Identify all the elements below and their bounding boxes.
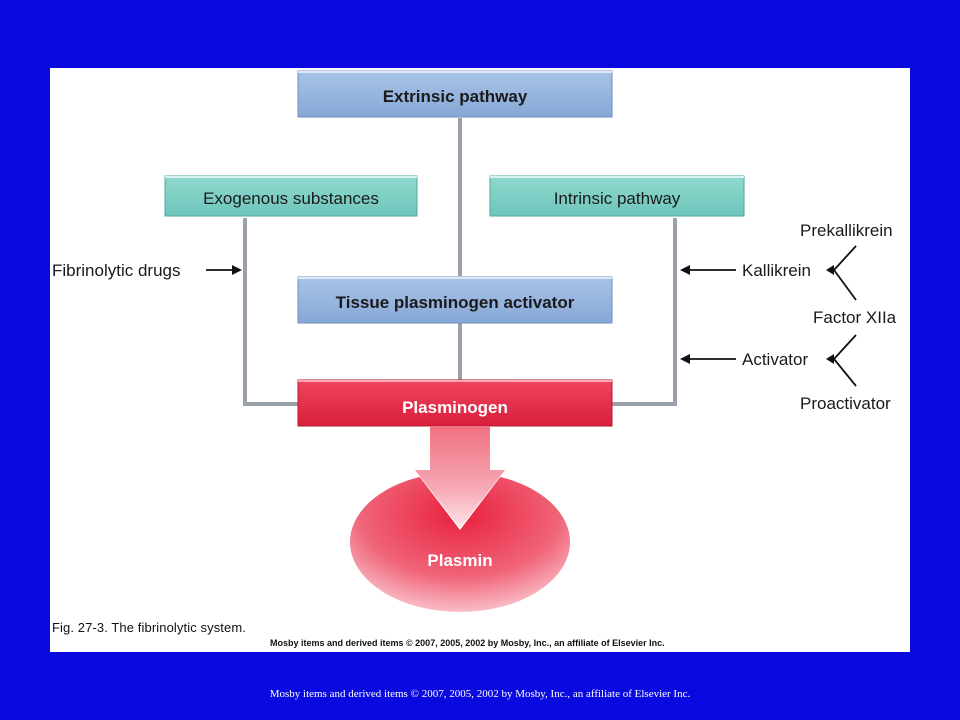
factor-xiia-label: Factor XIIa [813, 308, 897, 327]
prekallikrein-label: Prekallikrein [800, 221, 893, 240]
slide-footer-copyright: Mosby items and derived items © 2007, 20… [269, 688, 691, 700]
tissue-plasminogen-activator-node: Tissue plasminogen activator [297, 276, 613, 324]
extrinsic-pathway-label: Extrinsic pathway [383, 87, 528, 106]
kallikrein-small-arrow [826, 265, 834, 275]
kallikrein-label: Kallikrein [742, 261, 811, 280]
connector-lines [243, 118, 677, 406]
proactivator-label: Proactivator [800, 394, 891, 413]
activator-reaction-lines [833, 334, 857, 387]
intrinsic-pathway-label: Intrinsic pathway [554, 189, 681, 208]
conversion-arrow [415, 426, 505, 528]
fibrinolytic-diagram: Extrinsic pathway Exogenous substances I… [52, 70, 897, 612]
exogenous-substances-label: Exogenous substances [203, 189, 379, 208]
figure-caption: Fig. 27-3. The fibrinolytic system. [52, 620, 246, 635]
kallikrein-reaction-lines [833, 245, 857, 301]
fibrinolytic-drugs-arrow [206, 265, 242, 275]
intrinsic-pathway-node: Intrinsic pathway [489, 175, 745, 217]
extrinsic-pathway-node: Extrinsic pathway [297, 70, 613, 118]
tissue-plasminogen-activator-label: Tissue plasminogen activator [336, 293, 575, 312]
activator-arrow [680, 354, 736, 364]
activator-label: Activator [742, 350, 808, 369]
activator-small-arrow [826, 354, 834, 364]
plasminogen-node: Plasminogen [297, 379, 613, 427]
figure-panel: Extrinsic pathway Exogenous substances I… [50, 68, 910, 652]
plasminogen-label: Plasminogen [402, 398, 508, 417]
figure-copyright: Mosby items and derived items © 2007, 20… [270, 638, 665, 648]
plasmin-label: Plasmin [427, 551, 492, 570]
fibrinolytic-drugs-label: Fibrinolytic drugs [52, 261, 181, 280]
exogenous-substances-node: Exogenous substances [164, 175, 418, 217]
kallikrein-arrow [680, 265, 736, 275]
